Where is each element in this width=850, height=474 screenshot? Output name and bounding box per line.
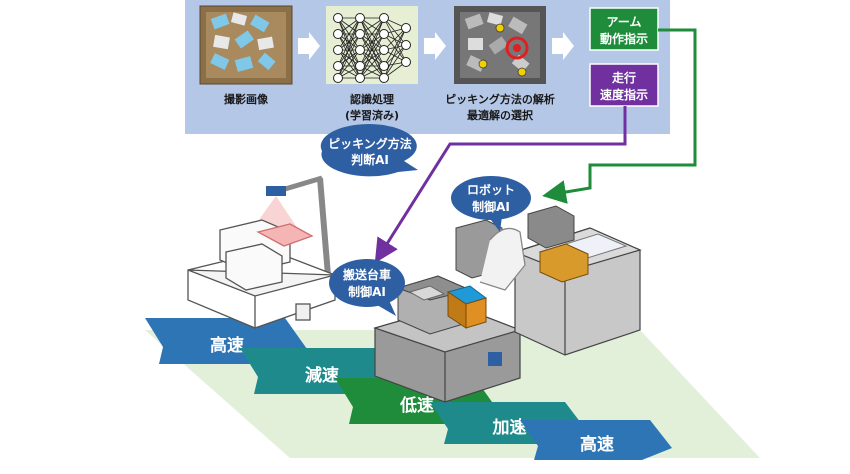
nn-node: [401, 40, 411, 50]
travel-command-box: [589, 63, 659, 107]
step-analysis-label: ピッキング方法の解析: [445, 92, 555, 106]
speed-segment-label: 低速: [399, 395, 434, 416]
nn-node: [355, 61, 365, 71]
nn-node: [333, 61, 343, 71]
carrier-ai-bubble: 搬送台車 制御AI: [329, 259, 405, 316]
nn-node: [401, 57, 411, 67]
step-recognition-sublabel: (学習済み): [345, 108, 399, 122]
speed-segment-label: 減速: [305, 365, 339, 386]
picking-ai-bubble: ピッキング方法 判断AI: [320, 124, 418, 177]
speed-segment: [520, 420, 672, 460]
nn-node: [355, 45, 365, 55]
speed-segment-label: 高速: [210, 335, 244, 356]
travel-command-line2: 速度指示: [600, 87, 648, 102]
arm-command-line1: アーム: [607, 15, 642, 29]
arm-command-box: [589, 7, 659, 51]
step-selection-label: 最適解の選択: [467, 108, 534, 122]
carrier-ai-line2: 制御AI: [348, 284, 386, 299]
step-recognition-label: 認識処理: [350, 92, 394, 106]
nn-node: [379, 29, 389, 39]
robot-ai-bubble: ロボット 制御AI: [451, 176, 531, 232]
picking-station: [187, 219, 336, 329]
nn-node: [333, 13, 343, 23]
nn-node: [379, 45, 389, 55]
flow-arrow-1: [298, 32, 320, 60]
travel-command-connector: [374, 106, 627, 264]
nn-node: [401, 23, 411, 33]
nn-node: [379, 73, 389, 83]
arm-command-connector: [542, 28, 697, 204]
carrier-vehicle: [373, 275, 522, 403]
travel-command-line1: 走行: [612, 70, 636, 85]
neural-network-icon: [326, 6, 418, 84]
nn-node: [333, 45, 343, 55]
flow-arrow-2: [424, 32, 446, 60]
analysis-image-thumbnail: [454, 6, 546, 84]
nn-node: [333, 29, 343, 39]
nn-node: [355, 73, 365, 83]
carrier-ai-line1: 搬送台車: [343, 267, 391, 282]
captured-image-thumbnail: [199, 5, 293, 85]
nn-node: [333, 73, 343, 83]
robot-station: [455, 205, 642, 356]
speed-segment-label: 加速: [492, 417, 527, 438]
robot-ai-line1: ロボット: [467, 182, 515, 197]
nn-node: [355, 13, 365, 23]
picking-ai-line1: ピッキング方法: [328, 136, 412, 151]
nn-node: [355, 29, 365, 39]
robot-ai-line2: 制御AI: [472, 199, 510, 214]
nn-node: [379, 13, 389, 23]
nn-node: [379, 61, 389, 71]
arm-command-line2: 動作指示: [600, 31, 648, 46]
step-captured-image-label: 撮影画像: [224, 92, 269, 106]
speed-segment-label: 高速: [580, 434, 614, 455]
picking-ai-line2: 判断AI: [351, 152, 389, 167]
flow-arrow-3: [552, 32, 574, 60]
